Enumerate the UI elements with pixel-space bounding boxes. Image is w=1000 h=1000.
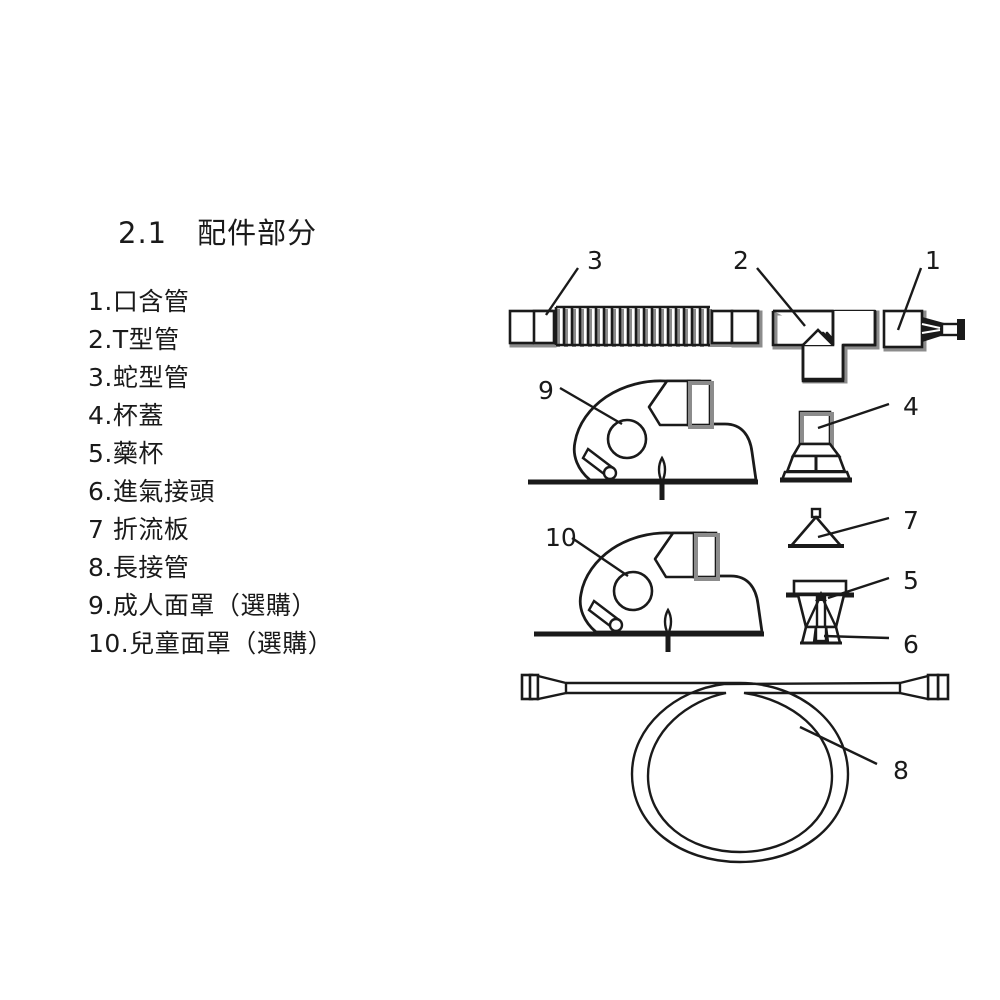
list-item: 2.T型管 xyxy=(88,325,180,354)
callout-number-4: 4 xyxy=(903,392,919,421)
list-item: 3.蛇型管 xyxy=(88,363,190,392)
leader-line-3 xyxy=(545,267,579,316)
list-item: 5.藥杯 xyxy=(88,439,164,468)
callout-number-10: 10 xyxy=(545,523,577,552)
leader-line-8 xyxy=(799,725,878,766)
mouthpiece-part xyxy=(882,267,965,352)
list-item: 4.杯蓋 xyxy=(88,401,164,430)
leader-line-2 xyxy=(756,267,806,327)
long-hose-part xyxy=(520,673,950,864)
page-title: 2.1 配件部分 xyxy=(118,216,318,250)
callout-number-9: 9 xyxy=(538,376,554,405)
callout-number-1: 1 xyxy=(925,246,941,275)
leader-line-7 xyxy=(817,516,890,539)
leader-line-6 xyxy=(823,634,890,640)
list-item: 9.成人面罩（選購） xyxy=(88,591,317,620)
medicine-cup-part xyxy=(786,576,890,645)
leader-line-10 xyxy=(571,537,629,577)
parts-list: 1.口含管 2.T型管 3.蛇型管 4.杯蓋 5.藥杯 6.進氣接頭 7 折流板… xyxy=(88,283,468,663)
callout-number-8: 8 xyxy=(893,756,909,785)
leader-line-1 xyxy=(896,267,923,331)
leader-line-9 xyxy=(559,386,623,426)
corrugated-tube-part xyxy=(508,267,763,348)
child-mask-part xyxy=(534,531,764,652)
leader-line-5 xyxy=(827,576,890,600)
callout-number-5: 5 xyxy=(903,566,919,595)
tube-bellows xyxy=(554,305,712,347)
mask-vent-circle xyxy=(612,570,654,612)
leader-line-4 xyxy=(817,402,890,430)
callout-number-2: 2 xyxy=(733,246,749,275)
cup-lid-part xyxy=(780,402,890,483)
list-item: 8.長接管 xyxy=(88,553,190,582)
callout-number-6: 6 xyxy=(903,630,919,659)
callout-number-3: 3 xyxy=(587,246,603,275)
list-item: 6.進氣接頭 xyxy=(88,477,215,506)
t-tube-part xyxy=(756,267,880,384)
list-item: 1.口含管 xyxy=(88,287,190,316)
list-item: 10.兒童面罩（選購） xyxy=(88,629,334,658)
callout-number-7: 7 xyxy=(903,506,919,535)
list-item: 7 折流板 xyxy=(88,515,190,544)
adult-mask-part xyxy=(528,379,758,500)
baffle-part xyxy=(788,507,890,548)
mask-vent-circle xyxy=(606,418,648,460)
